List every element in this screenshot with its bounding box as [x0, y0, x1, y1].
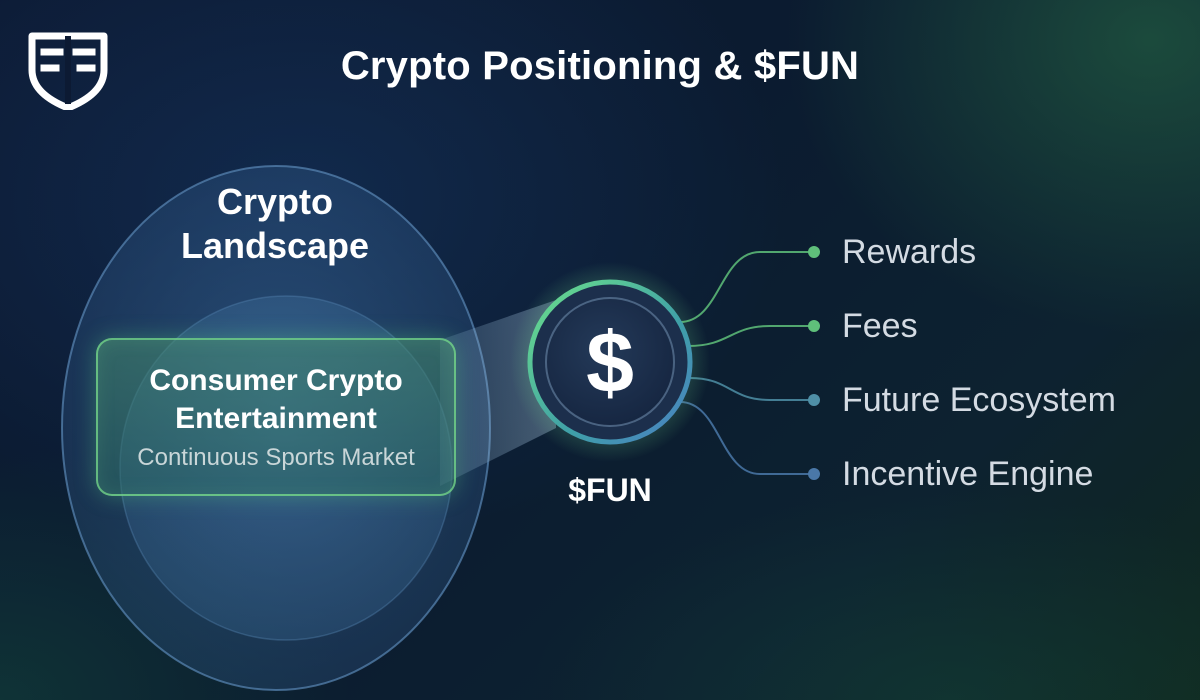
page-title: Crypto Positioning & $FUN: [340, 44, 860, 88]
coin-symbol: $: [586, 315, 634, 411]
coin-inner-ring: [545, 297, 675, 427]
consumer-crypto-subtitle: Continuous Sports Market: [137, 444, 415, 471]
bullet-dot-incentive-engine: [808, 468, 820, 480]
shield-logo-icon: [28, 32, 108, 110]
utility-label-rewards: Rewards: [842, 233, 977, 271]
utility-label-future-ecosystem: Future Ecosystem: [842, 381, 1116, 419]
utility-label-incentive-engine: Incentive Engine: [842, 455, 1094, 493]
consumer-crypto-title: Consumer Crypto Entertainment: [149, 364, 403, 435]
bullet-dot-future-ecosystem: [808, 394, 820, 406]
fun-token-label: $FUN: [568, 472, 652, 508]
bullet-dot-fees: [808, 320, 820, 332]
crypto-landscape-label: Crypto Landscape: [180, 181, 370, 266]
bullet-dot-rewards: [808, 246, 820, 258]
utility-label-fees: Fees: [842, 307, 918, 345]
consumer-crypto-box: Consumer Crypto Entertainment Continuous…: [96, 338, 456, 496]
